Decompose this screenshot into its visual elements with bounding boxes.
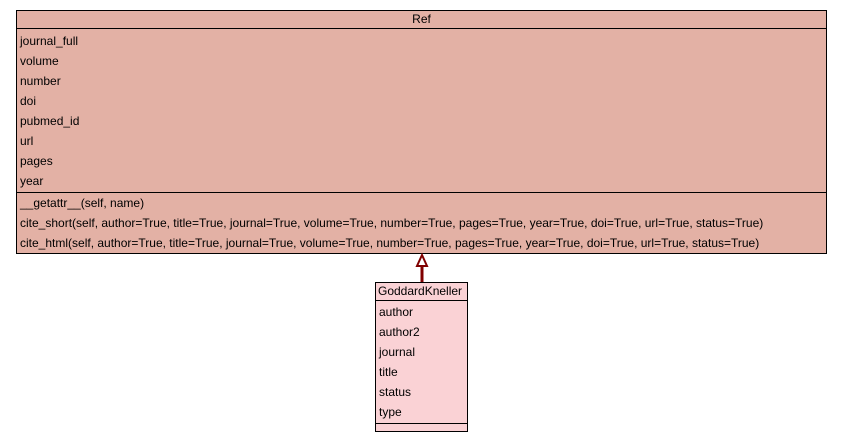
ref-attributes-section: journal_full volume number doi pubmed_id…: [17, 29, 826, 192]
ref-attribute: pages: [20, 154, 53, 168]
ref-attribute: url: [20, 134, 34, 148]
ref-attribute: pubmed_id: [20, 114, 80, 128]
child-attribute: title: [379, 365, 398, 379]
child-attribute: type: [379, 405, 402, 419]
ref-attribute: year: [20, 174, 44, 188]
child-attribute: status: [379, 385, 412, 399]
ref-method: __getattr__(self, name): [20, 196, 145, 210]
ref-attribute: number: [20, 74, 61, 88]
ref-methods-section: __getattr__(self, name) cite_short(self,…: [17, 192, 826, 255]
child-attribute: author2: [379, 325, 420, 339]
child-methods-section: [376, 423, 467, 431]
ref-method: cite_html(self, author=True, title=True,…: [20, 236, 760, 250]
child-attributes-section: author author2 journal title status type: [376, 301, 467, 423]
ref-method: cite_short(self, author=True, title=True…: [20, 216, 764, 230]
inheritance-arrowhead: [415, 252, 429, 267]
ref-attribute: journal_full: [20, 34, 79, 48]
child-attribute: author: [379, 305, 414, 319]
child-class-name: GoddardKneller: [376, 283, 467, 301]
goddardkneller-class-box[interactable]: GoddardKneller author author2 journal ti…: [375, 282, 468, 432]
child-attribute: journal: [379, 345, 416, 359]
ref-class-name: Ref: [17, 11, 826, 29]
ref-class-box[interactable]: Ref journal_full volume number doi pubme…: [16, 10, 827, 254]
ref-attribute: doi: [20, 94, 37, 108]
ref-attribute: volume: [20, 54, 59, 68]
